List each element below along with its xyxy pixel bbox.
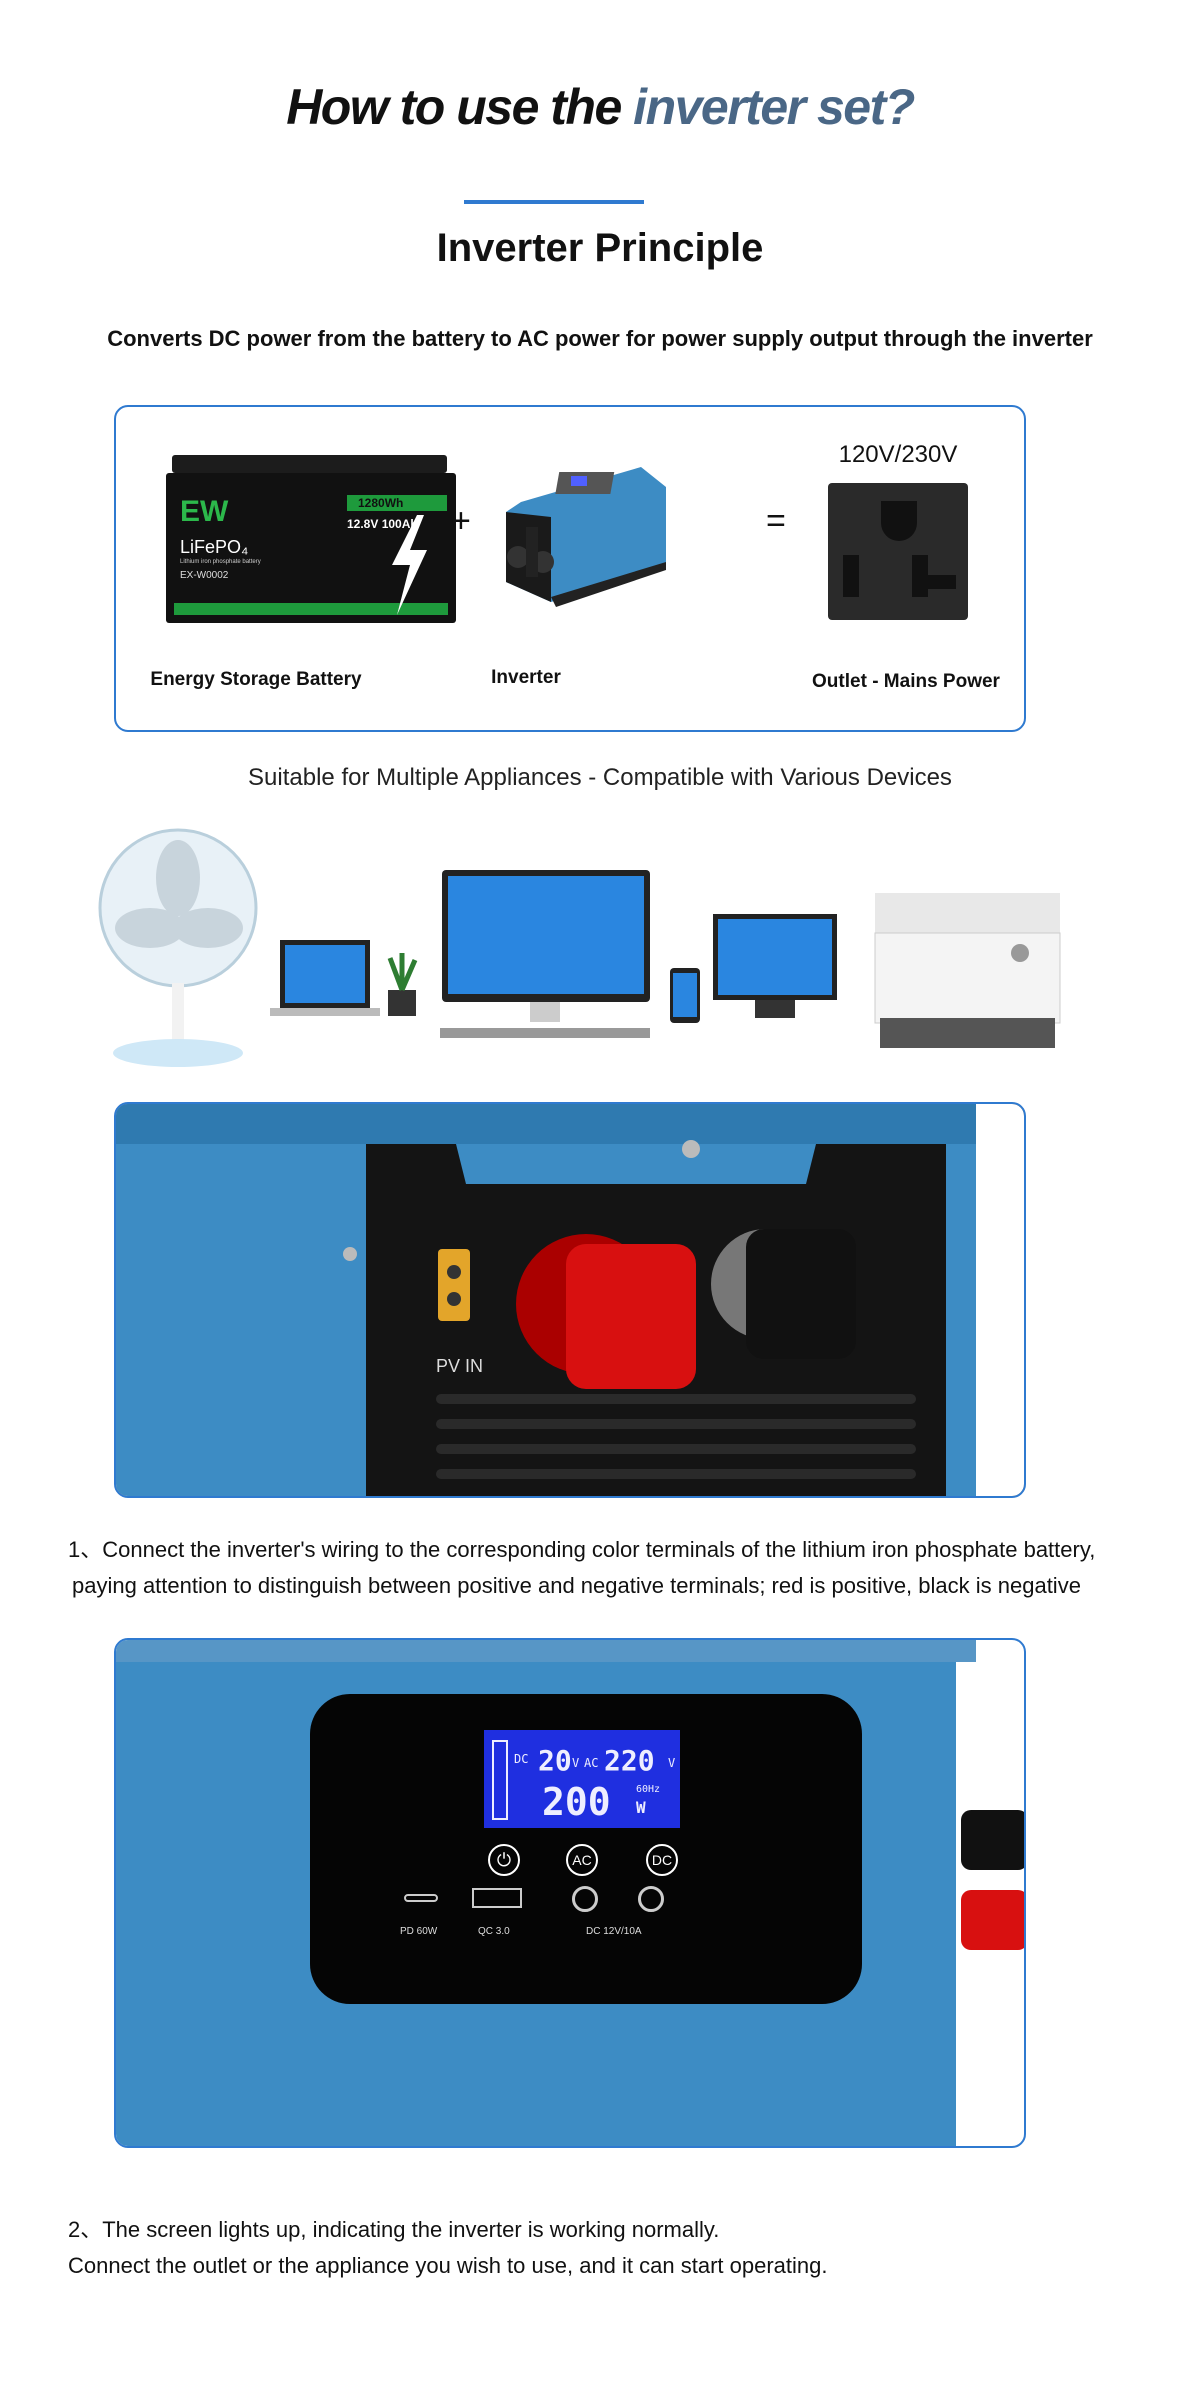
inverter-caption: Inverter	[491, 667, 561, 688]
port-label-qc: QC 3.0	[478, 1926, 510, 1937]
lcd-ac-value: 220	[604, 1744, 655, 1777]
outlet-caption: Outlet - Mains Power	[812, 671, 1000, 692]
port-label-pd: PD 60W	[400, 1926, 438, 1937]
battery-image: EW 1280Wh 12.8V 100Ah LiFePO₄ Lithium ir…	[162, 455, 462, 625]
title-main: How to use the	[286, 79, 634, 135]
inverter-image	[501, 462, 671, 612]
usb-c-port	[404, 1894, 438, 1902]
appliances-image	[90, 818, 1080, 1078]
battery-capacity: 1280Wh	[358, 496, 404, 510]
printer-icon	[874, 893, 1061, 1048]
control-panel: DC 20 V AC 220 V 200 60Hz W ⏻ AC DC PD 6…	[310, 1694, 862, 2004]
lcd-power-unit: W	[636, 1798, 646, 1817]
power-button[interactable]: ⏻	[488, 1844, 520, 1876]
usb-a-port	[472, 1888, 522, 1908]
positive-terminal	[961, 1890, 1024, 1950]
battery-chem-desc: Lithium iron phosphate battery	[180, 559, 261, 565]
phone-icon	[670, 968, 700, 1023]
small-monitor-icon	[713, 914, 837, 1018]
lcd-power: 200	[542, 1780, 611, 1824]
inverter-panel-photo: DC 20 V AC 220 V 200 60Hz W ⏻ AC DC PD 6…	[114, 1638, 1026, 2148]
ac-button[interactable]: AC	[566, 1844, 598, 1876]
battery-rating: 12.8V 100Ah	[347, 517, 418, 531]
laptop-icon	[270, 940, 380, 1016]
battery-chem: LiFePO₄	[180, 537, 249, 557]
dc-port-1	[572, 1886, 598, 1912]
principle-diagram: EW 1280Wh 12.8V 100Ah LiFePO₄ Lithium ir…	[114, 405, 1026, 732]
compat-text: Suitable for Multiple Appliances - Compa…	[248, 764, 952, 791]
fan-icon	[98, 828, 258, 1067]
desktop-monitor-icon	[440, 870, 650, 1038]
pv-in-label: PV IN	[436, 1356, 484, 1376]
outlet-image	[828, 483, 968, 620]
lcd-screen: DC 20 V AC 220 V 200 60Hz W	[484, 1730, 680, 1828]
dc-port-2	[638, 1886, 664, 1912]
lcd-ac-unit: V	[668, 1756, 676, 1770]
battery-caption: Energy Storage Battery	[150, 669, 362, 690]
lcd-dc-unit: V	[572, 1756, 580, 1770]
plus-sign: +	[451, 502, 471, 540]
lcd-dc-value: 20	[538, 1744, 572, 1777]
step2-line1: 2、The screen lights up, indicating the i…	[68, 2217, 720, 2242]
port-label-dc: DC 12V/10A	[586, 1926, 642, 1937]
lcd-dc-label: DC	[514, 1752, 529, 1766]
divider	[464, 200, 644, 204]
negative-terminal	[961, 1810, 1024, 1870]
section-title: Inverter Principle	[436, 226, 764, 270]
battery-level-icon	[492, 1740, 508, 1820]
step1-line2: paying attention to distinguish between …	[72, 1573, 1081, 1598]
battery-terminal-photo: PV IN	[114, 1102, 1026, 1498]
section-subtitle: Converts DC power from the battery to AC…	[107, 326, 1093, 351]
step1-line1: 1、Connect the inverter's wiring to the c…	[68, 1537, 1096, 1562]
page-title: How to use the inverter set?	[0, 78, 1200, 136]
lcd-ac-label: AC	[584, 1756, 599, 1770]
battery-model: EX-W0002	[180, 570, 229, 581]
lcd-frequency: 60Hz	[636, 1784, 661, 1795]
plant-icon	[387, 953, 418, 1016]
dc-button[interactable]: DC	[646, 1844, 678, 1876]
outlet-voltage: 120V/230V	[838, 441, 958, 468]
battery-brand: EW	[180, 495, 229, 528]
step2-line2: Connect the outlet or the appliance you …	[68, 2253, 828, 2278]
title-accent: inverter set?	[633, 79, 915, 135]
equals-sign: =	[766, 502, 786, 540]
